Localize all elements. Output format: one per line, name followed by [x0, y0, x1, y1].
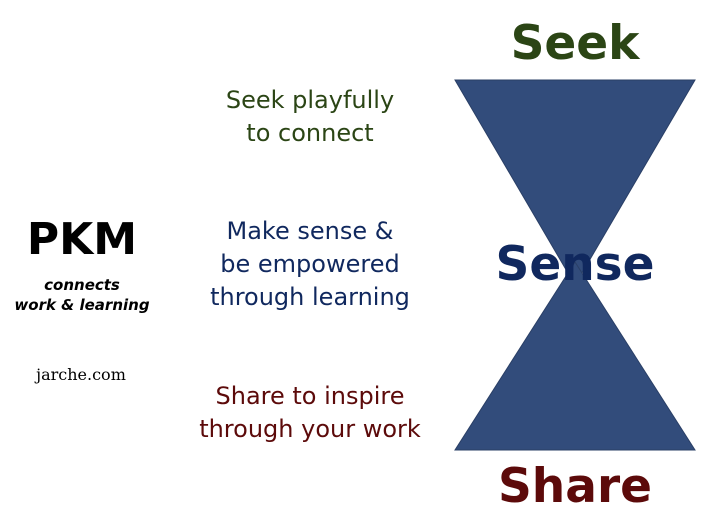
pkm-subtitle-line: connects — [44, 276, 120, 294]
share-heading: Share — [497, 459, 653, 514]
share-description-line: through your work — [199, 415, 421, 443]
seek-description-line: Seek playfully — [225, 86, 395, 114]
seek-description-line: to connect — [246, 119, 374, 147]
pkm-title: PKM — [26, 214, 138, 265]
sense-description-line: be empowered — [220, 250, 400, 278]
seek-description: Seek playfully to connect — [170, 84, 450, 150]
sense-description-line: through learning — [210, 283, 410, 311]
sense-description: Make sense & be empowered through learni… — [170, 215, 450, 314]
sense-description-line: Make sense & — [226, 217, 394, 245]
pkm-subtitle: connects work & learning — [0, 275, 164, 315]
site-credit: jarche.com — [36, 365, 126, 384]
sense-heading: Sense — [495, 237, 655, 292]
share-description: Share to inspire through your work — [160, 380, 460, 446]
seek-heading: Seek — [510, 16, 640, 71]
hourglass-bottom-triangle — [454, 261, 696, 451]
hourglass-top-triangle — [454, 79, 696, 286]
share-description-line: Share to inspire — [215, 382, 405, 410]
pkm-subtitle-line: work & learning — [14, 296, 150, 314]
